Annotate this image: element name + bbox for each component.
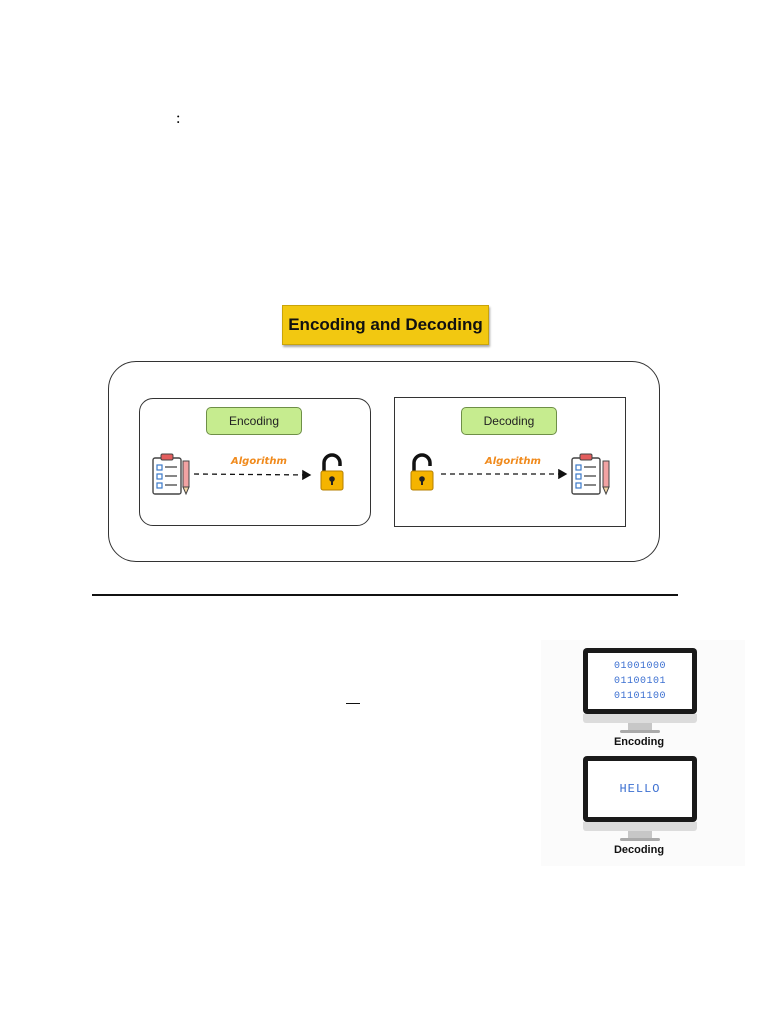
monitor-base [620,730,660,733]
decoding-panel [394,397,626,527]
colon-mark: : [176,110,181,127]
binary-line: 01100101 [613,675,666,687]
monitor-stand-decoding [628,831,652,838]
binary-line: 01001000 [613,660,666,672]
pencil-icon-decoding [602,460,610,496]
encoding-label: Encoding [206,407,302,435]
decoding-monitor: HELLO [583,756,697,831]
open-padlock-icon [320,453,344,491]
encoding-dashed-arrow [193,469,312,481]
binary-line: 01101100 [613,690,666,702]
hello-text: HELLO [619,782,661,796]
decoding-algorithm-label: Algorithm [485,456,541,467]
encoding-panel [139,398,371,526]
diagram-outer-frame [108,361,660,562]
monitor-base-decoding [620,838,660,841]
section-divider [92,594,678,596]
open-padlock-icon-decoding [410,453,434,491]
decoding-screen: HELLO [588,761,692,817]
encoding-monitor-label: Encoding [613,736,665,748]
encoding-algorithm-label: Algorithm [231,456,287,467]
monitor-stand [628,723,652,730]
clipboard-checklist-icon-decoding [571,453,601,495]
pencil-icon [182,460,190,496]
clipboard-checklist-icon [152,453,182,495]
diagram-title: Encoding and Decoding [282,305,489,345]
encoding-screen: 01001000 01100101 01101100 [588,653,692,709]
decoding-label: Decoding [461,407,557,435]
decoding-monitor-label: Decoding [613,844,665,856]
encoding-monitor: 01001000 01100101 01101100 [583,648,697,723]
dash-mark [346,703,360,705]
